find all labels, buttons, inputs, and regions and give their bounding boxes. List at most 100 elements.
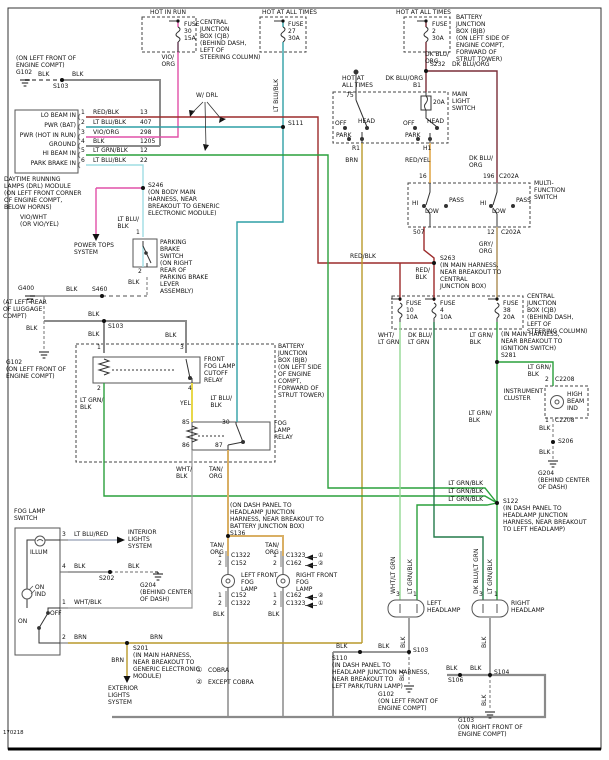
- wire-color-label: BLK: [268, 611, 280, 618]
- wire-dk-blu-lt-grn: [433, 322, 484, 600]
- drl-module-note: DAYTIME RUNNING LAMPS (DRL) MODULE (ON L…: [4, 176, 82, 211]
- pin-number: 4: [188, 385, 192, 392]
- wire-color-label: LT BLU/ BLK: [210, 395, 232, 409]
- ground-note-g102: G102 (ON LEFT FRONT OF ENGINE COMPT): [378, 691, 439, 712]
- wire-color-label: LT GRN/BLK: [487, 559, 494, 594]
- wire-color-label: BLK: [26, 325, 38, 332]
- pin-number: 1: [413, 591, 417, 598]
- feed-label-hot-at-all-times: HOT AT ALL TIMES: [342, 75, 373, 89]
- switch-position-on: ON: [18, 618, 28, 625]
- splice-note-s110: S110 (IN DASH PANEL TO HEADLAMP JUNCTION…: [332, 655, 430, 690]
- wire-color-label: RED/BLK: [93, 109, 119, 116]
- switch-position-hi: HI: [480, 200, 487, 207]
- splice-label-s103: S103: [413, 647, 429, 654]
- feed-label-hot-at-all-times: HOT AT ALL TIMES: [396, 9, 451, 16]
- switch-position-off: OFF: [335, 120, 347, 127]
- ground-note-g103: G103 (ON RIGHT FRONT OF ENGINE COMPT): [458, 717, 523, 738]
- pin-number: 1: [218, 552, 222, 559]
- splice-label-s106: S106: [448, 677, 464, 684]
- pin-number: 1: [81, 109, 85, 116]
- pin-number: 1: [62, 599, 66, 606]
- wire-color-label: RED/BLK: [350, 253, 376, 260]
- switch-position-pass: PASS: [516, 197, 531, 204]
- wire-color-label: LT GRN/ BLK: [527, 364, 551, 378]
- indicator-label-on-ind: ON IND: [35, 584, 46, 598]
- wire-color-label: BLK: [400, 636, 407, 648]
- pin-number: 6: [81, 157, 85, 164]
- switch-position-park: PARK: [336, 132, 352, 139]
- wire-color-label: DK BLU/LT GRN: [473, 548, 480, 594]
- pin-number: 4: [62, 563, 66, 570]
- pin-label-75: 75: [346, 92, 354, 99]
- wire-color-label: TAN/ ORG: [209, 466, 223, 480]
- footnote-marker-1: ①: [318, 552, 324, 559]
- component-label-cutoff-relay: FRONT FOG LAMP CUTOFF RELAY: [204, 356, 236, 384]
- fuse-30-label: FUSE 30 15A: [184, 21, 200, 42]
- pin-number: 1: [218, 592, 222, 599]
- connector-label-c202a: C202A: [501, 229, 521, 236]
- wires-blk: [25, 79, 554, 719]
- component-label-right-headlamp: RIGHT HEADLAMP: [511, 600, 545, 614]
- footnote-marker-1: ①: [196, 666, 203, 674]
- wires-colored: [68, 21, 554, 676]
- circuit-number: 407: [140, 119, 152, 126]
- connector-label-c1323: C1323: [286, 600, 306, 607]
- switch-internals: [26, 69, 515, 644]
- fuse-4-label: FUSE 4 10A: [440, 300, 456, 321]
- footnote-text-except-cobra: EXCEPT COBRA: [208, 679, 254, 686]
- wire-color-label: LT GRN/BLK: [448, 480, 483, 487]
- ground-label-g102: G102: [16, 69, 33, 76]
- wire-color-label: BLK: [74, 563, 86, 570]
- ground-note-g204: G204 (BEHIND CENTER OF DASH): [538, 470, 590, 491]
- pin-label-12: 12: [487, 229, 495, 236]
- wire-color-label: DK BLU/ ORG: [468, 155, 493, 169]
- wdrl-pointers: [191, 101, 317, 606]
- ground-label-g400: G400: [18, 285, 35, 292]
- component-label-main-light-switch: MAIN LIGHT SWITCH: [452, 91, 476, 112]
- wire-color-label: BLK: [66, 286, 78, 293]
- wire-red-blk: [86, 116, 435, 301]
- wire-color-label: BRN: [111, 657, 124, 664]
- cjb-note: CENTRAL JUNCTION BOX (CJB) (BEHIND DASH,…: [200, 19, 261, 61]
- circuit-number: 22: [140, 157, 148, 164]
- wire-color-label: WHT/BLK: [74, 599, 102, 606]
- pin-label-r1: R1: [352, 145, 360, 152]
- wire-color-label: BLK: [93, 138, 105, 145]
- connector-label-c152: C152: [231, 592, 247, 599]
- pin-number: 1: [97, 344, 101, 351]
- footnote-marker-2: ②: [318, 560, 324, 567]
- splice-label-s104: S104: [494, 669, 510, 676]
- system-label-exterior-lights: EXTERIOR LIGHTS SYSTEM: [108, 685, 139, 706]
- ground-note-g102: G102 (ON LEFT FRONT OF ENGINE COMPT): [6, 359, 67, 380]
- component-label-fog-lamp-relay: FOG LAMP RELAY: [274, 420, 293, 441]
- pin-number: 1: [273, 552, 277, 559]
- wire-color-label: BLK: [128, 279, 140, 286]
- switch-position-off: OFF: [403, 120, 415, 127]
- wire-color-label: LT BLU/BLK: [273, 78, 280, 112]
- pin-number: 3: [62, 531, 66, 538]
- bjb-note: BATTERY JUNCTION BOX (BJB) (ON LEFT SIDE…: [456, 14, 510, 63]
- ground-note-g204: G204 (BEHIND CENTER OF DASH): [140, 582, 192, 603]
- pin-number: 2: [545, 376, 549, 383]
- wire-wht-blk: [68, 450, 193, 609]
- splice-note-s263: S263 (IN MAIN HARNESS, NEAR BREAKOUT TO …: [440, 255, 502, 290]
- switch-position-pass: PASS: [449, 197, 464, 204]
- indicator-label-high-beam: HIGH BEAM IND: [567, 391, 585, 412]
- wire-color-label: BLK: [165, 332, 177, 339]
- splice-note-s246: S246 (ON BODY MAIN HARNESS, NEAR BREAKOU…: [148, 182, 220, 217]
- wire-color-label: BLK: [88, 311, 100, 318]
- ground-note-g102: (ON LEFT FRONT OF ENGINE COMPT): [16, 55, 77, 69]
- wire-color-label: LT BLU/BLK: [93, 119, 127, 126]
- splice-note-s281: (IN MAIN HARNESS, NEAR BREAKOUT TO IGNIT…: [501, 331, 563, 359]
- bjb-note-mid: BATTERY JUNCTION BOX (BJB) (ON LEFT SIDE…: [278, 343, 325, 399]
- feed-label-hot-at-all-times: HOT AT ALL TIMES: [262, 9, 317, 16]
- wire-lt-blu-blk: [86, 21, 284, 422]
- wdrl-note: W/ DRL: [196, 92, 218, 99]
- pin-number: 3: [479, 591, 483, 598]
- wire-color-label: BLK: [399, 669, 406, 681]
- component-boxes: [14, 109, 271, 656]
- connector-label-c1322: C1322: [231, 552, 251, 559]
- wire-color-label: GRY/ ORG: [478, 241, 493, 255]
- component-label-right-front-fog-lamp: RIGHT FRONT FOG LAMP: [296, 572, 338, 593]
